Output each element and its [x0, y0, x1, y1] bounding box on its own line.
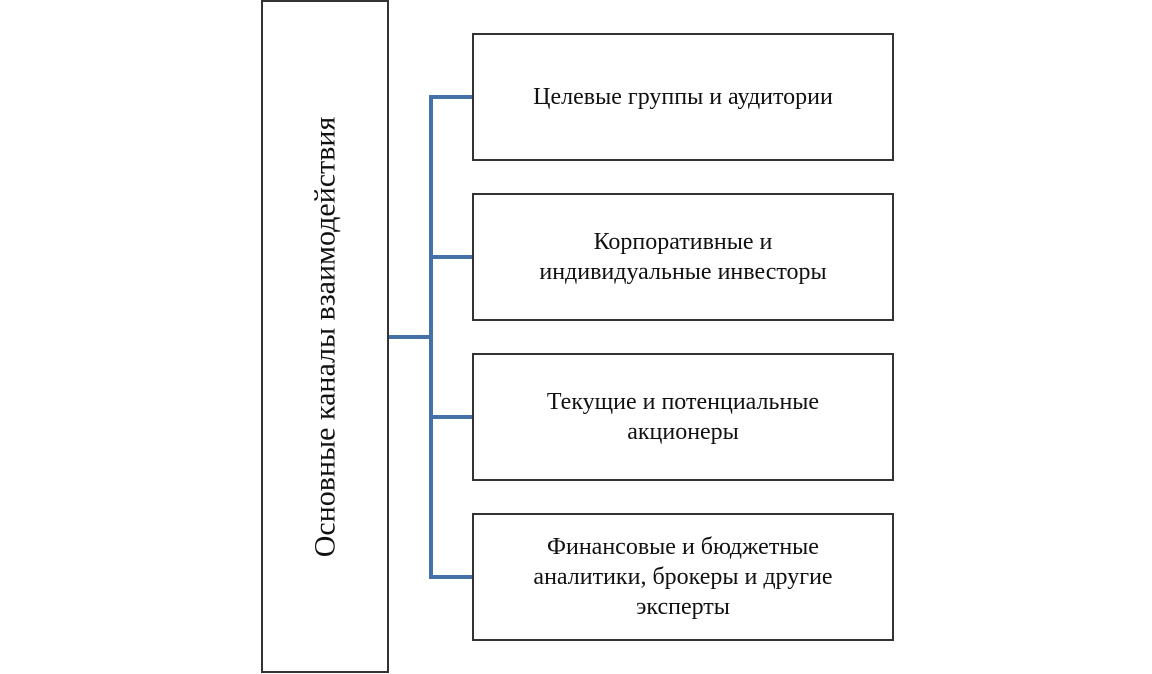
channel-box-analysts: Финансовые и бюджетные аналитики, брокер… [472, 513, 894, 641]
channel-box-shareholders: Текущие и потенциальные акционеры [472, 353, 894, 481]
channel-box-investors: Корпоративные и индивидуальные инвесторы [472, 193, 894, 321]
main-category-label: Основные каналы взаимодействия [308, 116, 342, 557]
channel-label: Финансовые и бюджетные аналитики, брокер… [533, 534, 833, 620]
channel-label: Целевые группы и аудитории [533, 84, 833, 110]
channel-box-target-groups: Целевые группы и аудитории [472, 33, 894, 161]
channel-label: Текущие и потенциальные акционеры [546, 389, 820, 445]
channel-label: Корпоративные и индивидуальные инвесторы [539, 229, 827, 285]
main-category-box: Основные каналы взаимодействия [261, 0, 389, 673]
